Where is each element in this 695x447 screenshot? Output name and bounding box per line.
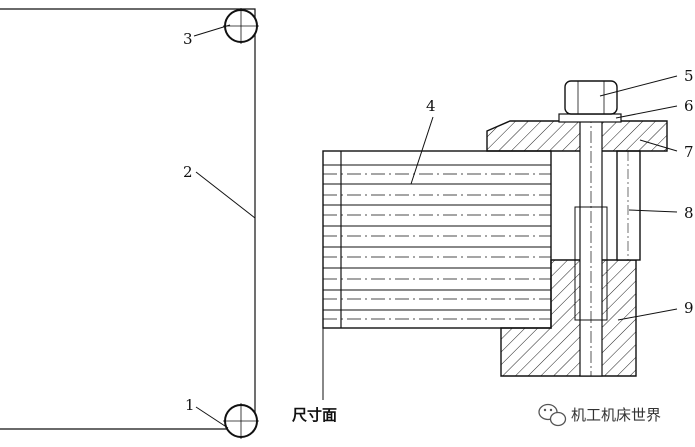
- bolt: [574, 111, 608, 377]
- label-9: 9: [684, 299, 694, 317]
- clamp-plate: [486, 120, 668, 152]
- locating-pin-top: [223, 8, 259, 44]
- dimension-face-label: 尺寸面: [292, 406, 337, 424]
- label-6: 6: [684, 97, 694, 115]
- right-leaders: [410, 75, 678, 321]
- label-3: 3: [183, 30, 193, 48]
- wechat-icon: [538, 403, 567, 427]
- plate-outline: [0, 8, 256, 430]
- label-7: 7: [684, 143, 694, 161]
- locating-pin-bottom: [223, 403, 259, 439]
- left-leaders: [193, 24, 256, 429]
- label-2: 2: [183, 163, 193, 181]
- workpiece-stack: [322, 150, 552, 329]
- support-post: [616, 150, 641, 261]
- nut: [564, 80, 618, 115]
- label-4: 4: [426, 97, 436, 115]
- watermark-text: 机工机床世界: [571, 406, 661, 424]
- label-8: 8: [684, 204, 694, 222]
- washer: [558, 113, 622, 123]
- label-5: 5: [684, 67, 694, 85]
- label-1: 1: [185, 396, 195, 414]
